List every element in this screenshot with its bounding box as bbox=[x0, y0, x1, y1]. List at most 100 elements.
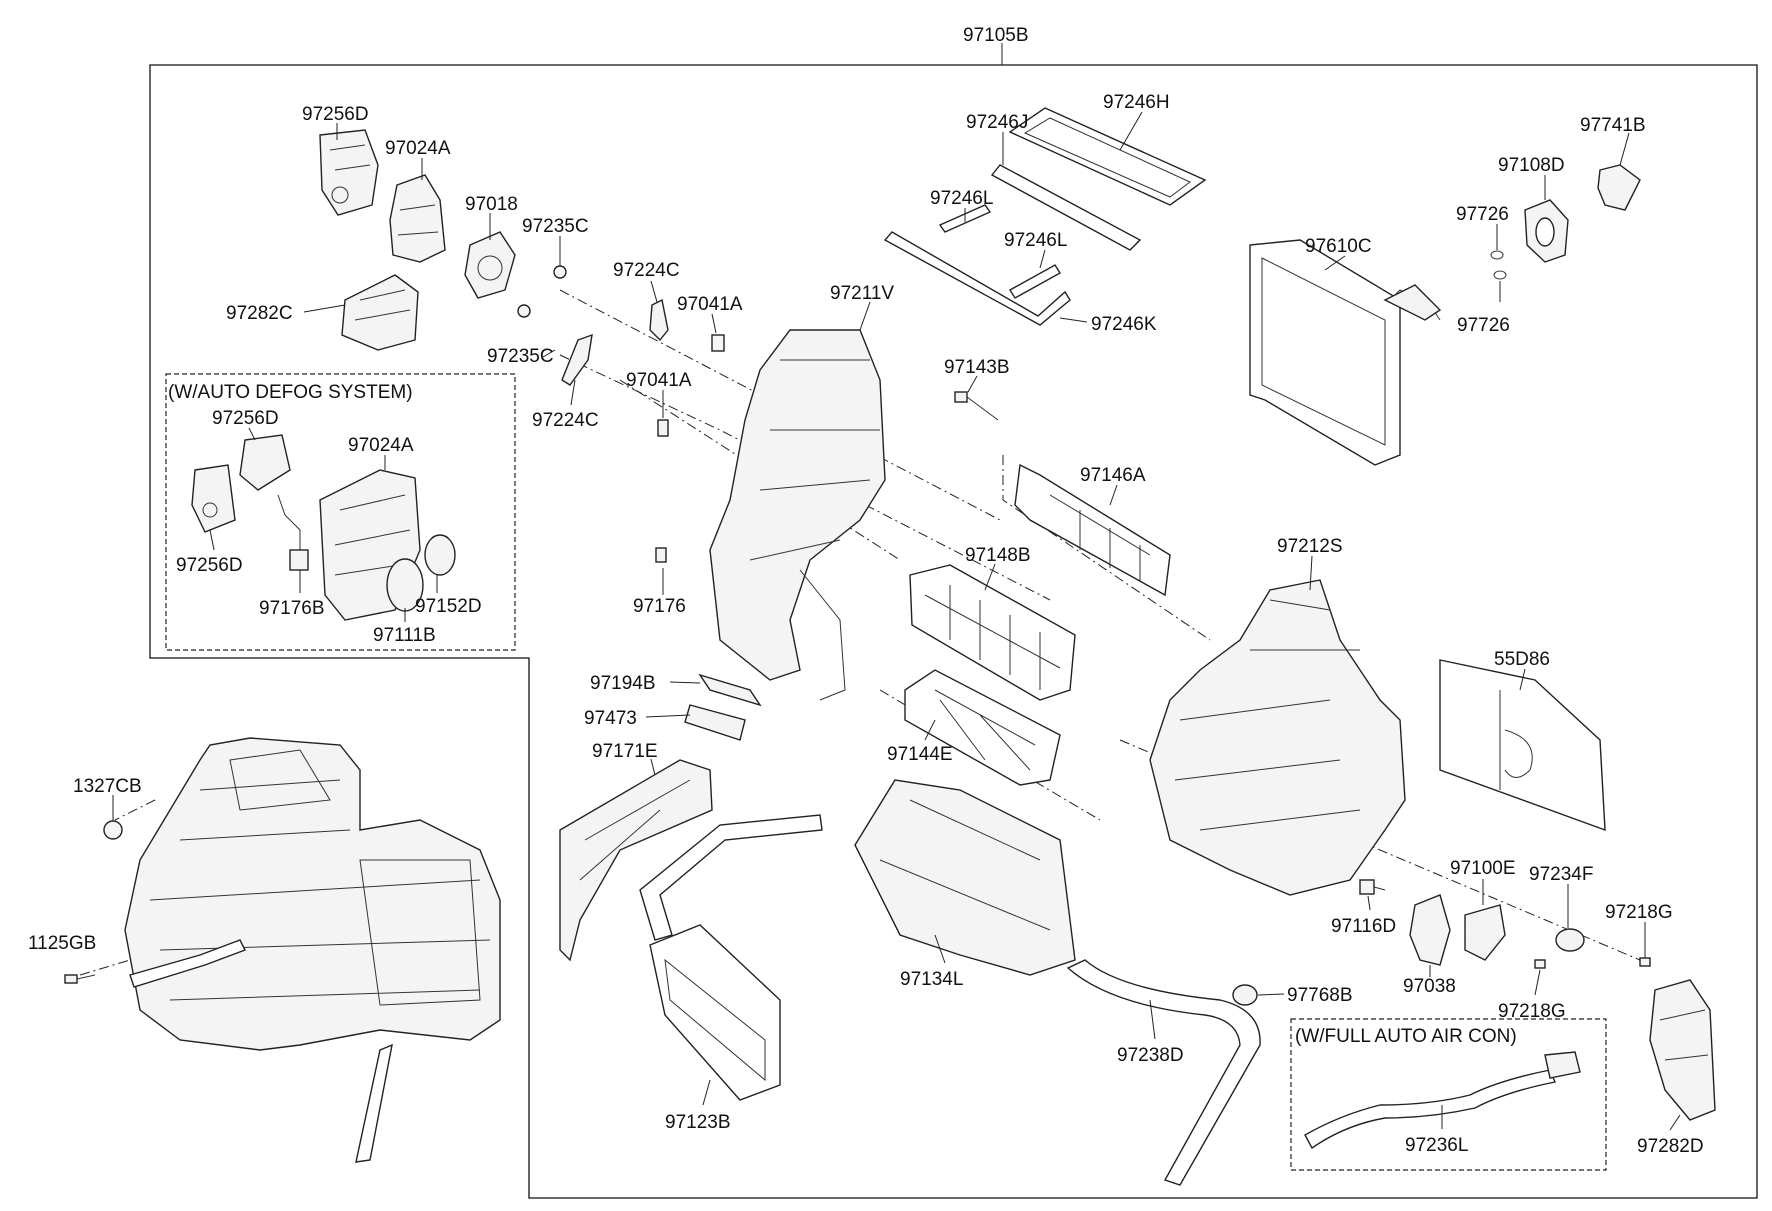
actuator-97256d bbox=[319, 129, 379, 216]
part-label: 1125GB bbox=[28, 933, 96, 954]
part-label: 97194B bbox=[590, 673, 656, 694]
nut-97235c-a bbox=[553, 265, 567, 279]
part-label: 97246K bbox=[1091, 314, 1157, 335]
part-label: 97238D bbox=[1117, 1045, 1184, 1066]
lower-cover-97134l bbox=[854, 779, 1076, 976]
part-label: 97726 bbox=[1457, 315, 1510, 336]
shield-55d86 bbox=[1439, 659, 1606, 832]
filter-97144e bbox=[904, 669, 1061, 786]
seal-97473 bbox=[684, 704, 746, 741]
part-label: 97108D bbox=[1498, 155, 1565, 176]
part-label: 97282D bbox=[1637, 1136, 1704, 1157]
oring-97726-a bbox=[1490, 250, 1504, 260]
bolt-1125gb bbox=[64, 974, 96, 984]
part-label: 97768B bbox=[1287, 985, 1353, 1006]
note-auto-defog: (W/AUTO DEFOG SYSTEM) bbox=[168, 382, 413, 403]
leader-lines bbox=[112, 111, 1681, 1131]
sensor-97116d bbox=[1359, 879, 1386, 895]
clip-97176 bbox=[655, 547, 667, 563]
gasket-97108d bbox=[1524, 199, 1569, 263]
part-label: 97024A bbox=[348, 435, 414, 456]
actuator-97100e bbox=[1464, 904, 1506, 961]
part-label: 97100E bbox=[1450, 858, 1516, 879]
part-label: 97176 bbox=[633, 596, 686, 617]
lever-97224c-a bbox=[649, 298, 669, 342]
part-label: 97144E bbox=[887, 744, 953, 765]
duct-97282d bbox=[1649, 979, 1716, 1121]
part-label: 97282C bbox=[226, 303, 293, 324]
nut-97235c-b bbox=[517, 304, 531, 318]
part-label: 97726 bbox=[1456, 204, 1509, 225]
seal-97194b bbox=[698, 673, 762, 707]
strip-97246l-b bbox=[1009, 264, 1061, 299]
clip-97041a-a bbox=[711, 334, 725, 352]
defog-harness-97176b bbox=[277, 494, 309, 571]
strip-97246k bbox=[883, 231, 1071, 326]
part-label: 97148B bbox=[965, 545, 1031, 566]
cap-97234f bbox=[1555, 928, 1585, 952]
part-label: 97610C bbox=[1305, 236, 1372, 257]
part-label: 97038 bbox=[1403, 976, 1456, 997]
part-label: 55D86 bbox=[1494, 649, 1550, 670]
part-label: 97212S bbox=[1277, 536, 1343, 557]
oring-97726-b bbox=[1493, 270, 1507, 280]
part-label: 97018 bbox=[465, 194, 518, 215]
filter-97146a bbox=[1014, 463, 1171, 597]
part-label: 97024A bbox=[385, 138, 451, 159]
part-label: 1327CB bbox=[73, 776, 142, 797]
defog-motor-97152d bbox=[424, 534, 456, 576]
part-label: 97146A bbox=[1080, 465, 1146, 486]
part-label: 97473 bbox=[584, 708, 637, 729]
part-label: 97152D bbox=[415, 596, 482, 617]
part-label: 97246L bbox=[930, 188, 993, 209]
filter-frame-97246h bbox=[1008, 107, 1207, 206]
heater-core-97123b bbox=[639, 814, 823, 1101]
evaporator-97610c bbox=[1249, 239, 1442, 466]
defog-actuator-97256d-lower bbox=[191, 464, 236, 533]
drain-hose-97238d bbox=[1066, 959, 1261, 1186]
full-auto-air-box bbox=[1290, 1018, 1607, 1171]
part-label: 97246L bbox=[1004, 230, 1067, 251]
assembly-frame bbox=[149, 64, 1758, 1199]
duct-97171e bbox=[559, 759, 713, 962]
part-label: 97171E bbox=[592, 741, 658, 762]
grommet-97768b bbox=[1232, 984, 1258, 1006]
part-label: 97211V bbox=[830, 283, 894, 304]
part-label: 97143B bbox=[944, 357, 1010, 378]
actuator-97282c bbox=[341, 274, 419, 351]
part-label: 97041A bbox=[626, 370, 692, 391]
lower-case-97212s bbox=[1149, 579, 1406, 896]
part-label: 97041A bbox=[677, 294, 743, 315]
sensor-97143b bbox=[954, 391, 999, 421]
part-label: 97235C bbox=[522, 216, 589, 237]
auto-defog-box bbox=[165, 373, 516, 651]
part-label: 97224C bbox=[532, 410, 599, 431]
part-label: 97116D bbox=[1331, 916, 1396, 937]
assembly-label: 97105B bbox=[963, 25, 1029, 46]
defog-actuator-97256d-upper bbox=[239, 434, 291, 491]
part-label: 97134L bbox=[900, 969, 963, 990]
part-label: 97176B bbox=[259, 598, 325, 619]
part-label: 97224C bbox=[613, 260, 680, 281]
screw-97218g-a bbox=[1534, 959, 1546, 969]
part-label: 97256D bbox=[302, 104, 369, 125]
cap-97741b bbox=[1597, 164, 1641, 211]
hvac-assembly-view bbox=[124, 737, 501, 1163]
part-label: 97246H bbox=[1103, 92, 1170, 113]
lever-97224c-b bbox=[561, 333, 593, 386]
part-label: 97218G bbox=[1498, 1001, 1566, 1022]
part-label: 97256D bbox=[176, 555, 243, 576]
part-label: 97741B bbox=[1580, 115, 1646, 136]
actuator-97038 bbox=[1409, 894, 1451, 966]
part-label: 97111B bbox=[373, 625, 436, 646]
part-label: 97256D bbox=[212, 408, 279, 429]
strip-97246j bbox=[990, 164, 1142, 251]
hose-97236l bbox=[1304, 1051, 1581, 1150]
part-label: 97236L bbox=[1405, 1135, 1468, 1156]
part-label: 97235C bbox=[487, 346, 554, 367]
clip-97041a-b bbox=[657, 419, 669, 437]
nut-1327cb bbox=[103, 820, 123, 840]
note-full-auto-air: (W/FULL AUTO AIR CON) bbox=[1295, 1026, 1517, 1047]
actuator-97018 bbox=[464, 231, 516, 299]
